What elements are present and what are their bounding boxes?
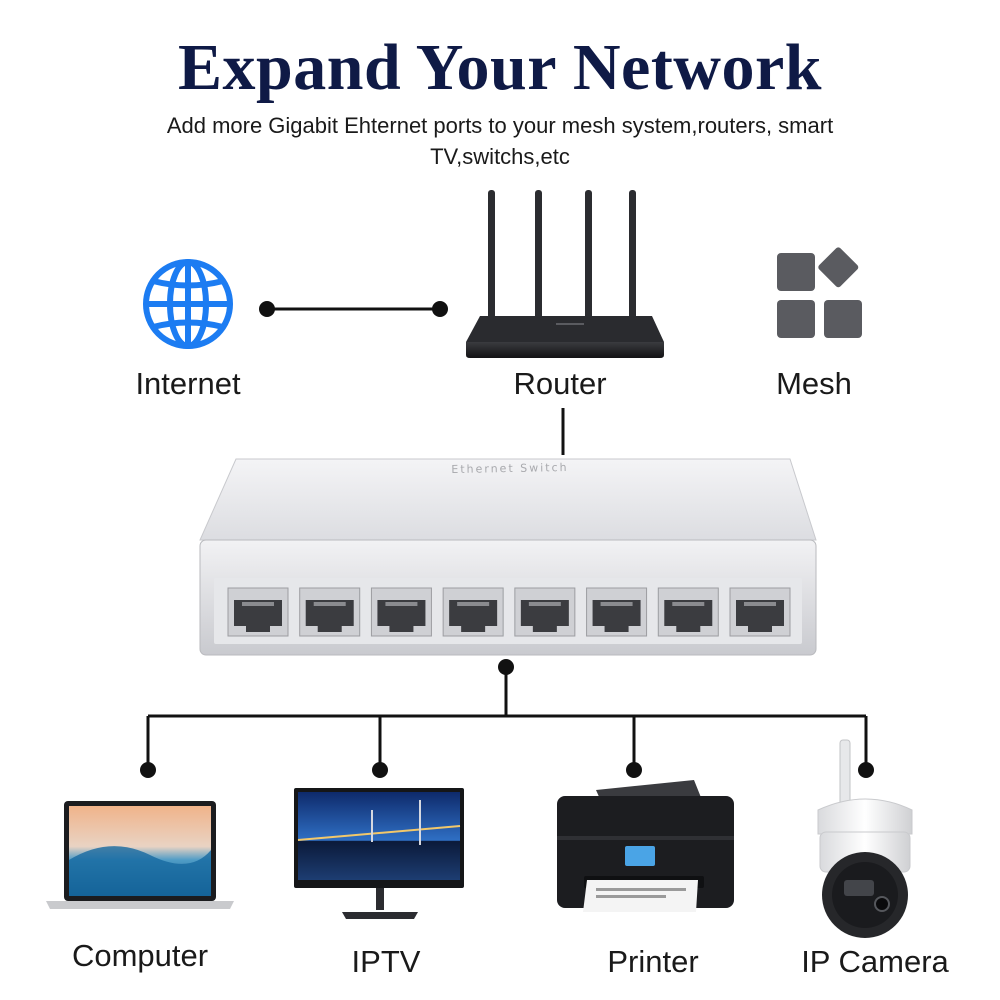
printer-icon — [557, 780, 734, 912]
printer-label: Printer — [607, 944, 699, 979]
switch-top-text: Ethernet Switch — [451, 461, 568, 476]
mesh-tiles-icon — [777, 247, 862, 338]
rj45-port — [227, 587, 289, 637]
internet-label: Internet — [135, 366, 241, 401]
globe-icon — [143, 259, 233, 349]
rj45-port — [370, 587, 432, 637]
page-subtitle: Add more Gigabit Ehternet ports to your … — [166, 113, 834, 169]
iptv-label: IPTV — [351, 944, 421, 979]
router-label: Router — [513, 366, 607, 401]
mesh-label: Mesh — [776, 366, 852, 401]
page-title: Expand Your Network — [178, 31, 822, 104]
ethernet-switch — [199, 458, 817, 656]
connector-dots — [140, 301, 874, 778]
rj45-port — [514, 587, 576, 637]
rj45-port — [586, 587, 648, 637]
switch-ports — [227, 587, 791, 637]
rj45-port — [442, 587, 504, 637]
connector-lines — [146, 307, 868, 770]
computer-label: Computer — [71, 938, 209, 973]
ip-camera-icon — [817, 739, 913, 938]
laptop-icon — [46, 801, 234, 909]
ip-camera-label: IP Camera — [801, 944, 949, 979]
rj45-port — [657, 587, 719, 637]
rj45-port — [299, 587, 361, 637]
router-icon — [466, 190, 664, 358]
tv-monitor-icon — [294, 788, 464, 919]
rj45-port — [729, 587, 791, 637]
